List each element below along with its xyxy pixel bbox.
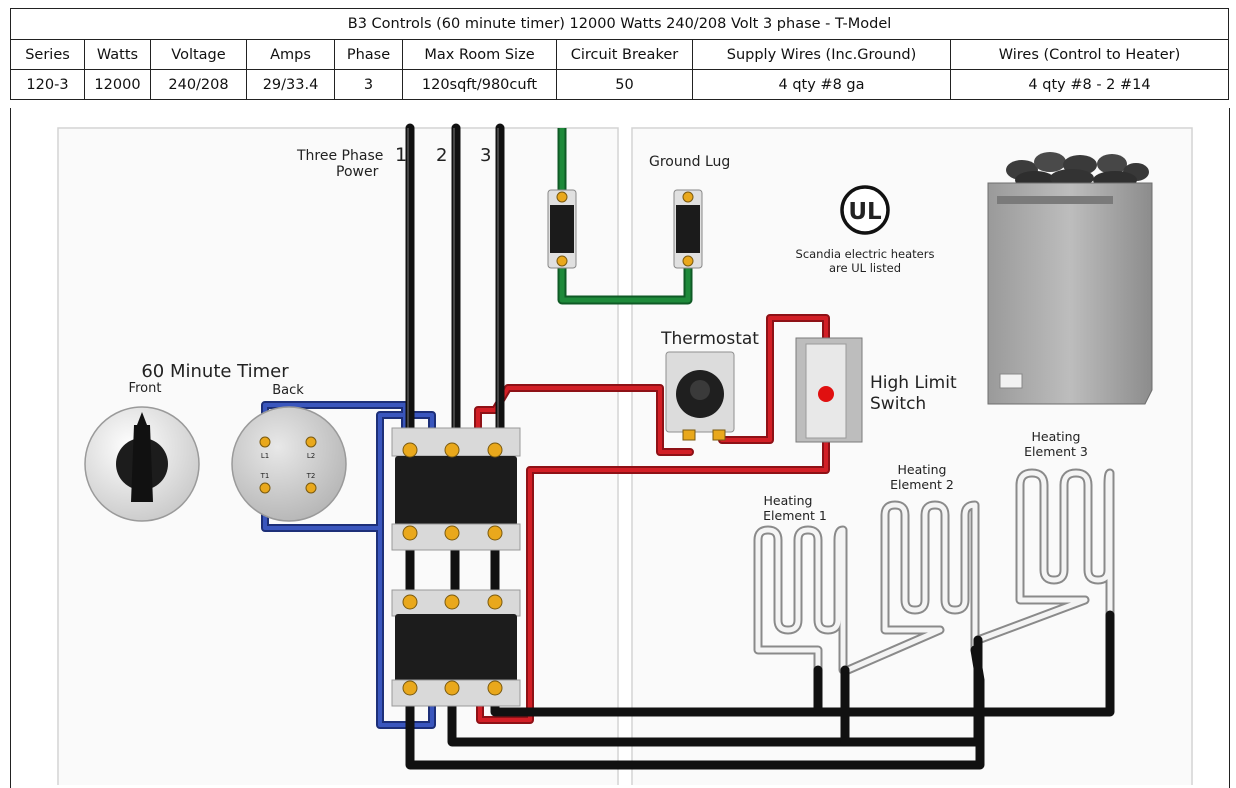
heating-element-3 bbox=[973, 468, 1115, 645]
timer-front-label: Front bbox=[129, 381, 162, 396]
timer-back-label: Back bbox=[272, 383, 304, 398]
spec-title: B3 Controls (60 minute timer) 12000 Watt… bbox=[9, 8, 1230, 40]
header-max-room-size: Max Room Size bbox=[402, 39, 557, 70]
element-2-label-line1: Heating bbox=[898, 462, 947, 477]
high-limit-label-line2: Switch bbox=[870, 394, 926, 414]
element-3-label-line2: Element 3 bbox=[1024, 444, 1088, 459]
ground-lug-supply bbox=[547, 189, 577, 269]
value-circuit-breaker: 50 bbox=[556, 69, 693, 100]
header-series: Series bbox=[10, 39, 85, 70]
ground-lug-label: Ground Lug bbox=[649, 154, 730, 170]
thermostat bbox=[665, 351, 735, 441]
element-1-label-line1: Heating bbox=[764, 493, 813, 508]
header-circuit-breaker: Circuit Breaker bbox=[556, 39, 693, 70]
diagram-frame bbox=[10, 108, 1230, 788]
ul-note-line2: are UL listed bbox=[829, 261, 901, 275]
value-watts: 12000 bbox=[84, 69, 151, 100]
value-control-wires: 4 qty #8 - 2 #14 bbox=[949, 69, 1230, 100]
terminal-t2: T2 bbox=[306, 472, 316, 480]
timer-back: L1 L2 T1 T2 bbox=[231, 406, 347, 522]
phase-3-label: 3 bbox=[480, 145, 491, 166]
heating-element-2 bbox=[843, 500, 980, 675]
sauna-heater-illustration bbox=[987, 152, 1153, 405]
timer-front bbox=[84, 406, 200, 522]
heating-element-1 bbox=[753, 525, 848, 675]
thermostat-label: Thermostat bbox=[660, 329, 759, 349]
element-2-label-line2: Element 2 bbox=[890, 477, 954, 492]
contactor-lower bbox=[391, 589, 521, 707]
contactor-upper bbox=[391, 427, 521, 551]
value-voltage: 240/208 bbox=[150, 69, 247, 100]
value-max-room-size: 120sqft/980cuft bbox=[402, 69, 557, 100]
power-label: Power bbox=[336, 164, 379, 180]
value-supply-wires: 4 qty #8 ga bbox=[692, 69, 951, 100]
terminal-l2: L2 bbox=[307, 452, 315, 460]
header-control-wires: Wires (Control to Heater) bbox=[949, 39, 1230, 70]
high-limit-switch bbox=[795, 337, 863, 443]
value-amps: 29/33.4 bbox=[246, 69, 335, 100]
element-3-label-line1: Heating bbox=[1032, 429, 1081, 444]
phase-1-label: 1 bbox=[395, 144, 407, 166]
timer-title: 60 Minute Timer bbox=[141, 361, 289, 382]
ul-logo bbox=[840, 185, 890, 235]
high-limit-label-line1: High Limit bbox=[870, 373, 957, 393]
spec-header-row: Series Watts Voltage Amps Phase Max Room… bbox=[10, 39, 1230, 70]
three-phase-label: Three Phase bbox=[296, 148, 383, 164]
ul-mark: UL bbox=[848, 199, 882, 225]
spec-table: B3 Controls (60 minute timer) 12000 Watt… bbox=[9, 8, 1230, 100]
header-voltage: Voltage bbox=[150, 39, 247, 70]
terminal-t1: T1 bbox=[260, 472, 270, 480]
element-1-label-line2: Element 1 bbox=[763, 508, 827, 523]
phase-2-label: 2 bbox=[436, 145, 447, 166]
spec-title-row: B3 Controls (60 minute timer) 12000 Watt… bbox=[9, 8, 1230, 40]
terminal-l1: L1 bbox=[261, 452, 269, 460]
header-supply-wires: Supply Wires (Inc.Ground) bbox=[692, 39, 951, 70]
ground-lug bbox=[673, 189, 703, 269]
value-phase: 3 bbox=[334, 69, 403, 100]
value-series: 120-3 bbox=[10, 69, 85, 100]
ul-note-line1: Scandia electric heaters bbox=[796, 247, 935, 261]
spec-value-row: 120-3 12000 240/208 29/33.4 3 120sqft/98… bbox=[10, 69, 1230, 100]
